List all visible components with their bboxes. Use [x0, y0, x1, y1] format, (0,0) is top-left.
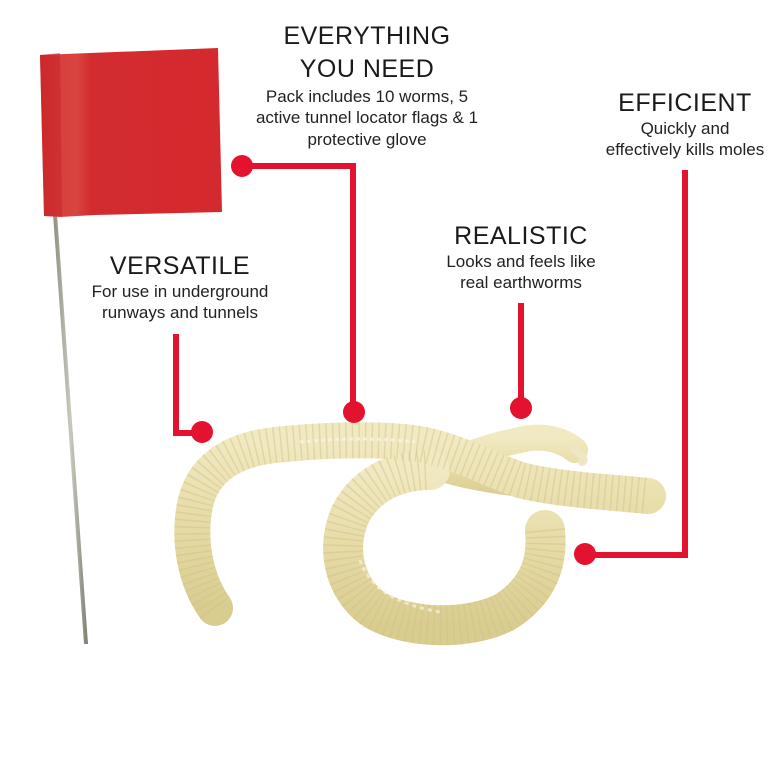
callout-body-line: effectively kills moles [605, 140, 765, 159]
callout-body-line: runways and tunnels [102, 303, 258, 322]
callout-title: REALISTIC [454, 222, 588, 250]
callout-body-line: Pack includes 10 worms, 5 [265, 87, 469, 106]
callout-body: For use in underground runways and tunne… [60, 281, 300, 324]
callout-body-line: For use in underground [91, 281, 269, 301]
connector-everything [231, 155, 365, 423]
callout-body: Pack includes 10 worms, 5 active tunnel … [222, 86, 512, 150]
callout-title-line: EVERYTHING [283, 22, 451, 50]
flag-pole [53, 214, 88, 644]
callout-body-line: protective glove [307, 129, 427, 149]
callout-realistic: REALISTIC Looks and feels like real eart… [416, 222, 626, 293]
worms-image [174, 422, 666, 646]
callout-body-line: Looks and feels like [446, 251, 596, 271]
callout-title: EVERYTHING YOU NEED [222, 20, 512, 86]
callout-body-line: real earthworms [460, 273, 582, 292]
connector-realistic [510, 303, 532, 419]
callout-title: EFFICIENT [618, 89, 752, 117]
callout-body-line: active tunnel locator flags & 1 [255, 108, 479, 128]
callout-efficient: EFFICIENT Quickly and effectively kills … [580, 89, 770, 160]
callout-title: VERSATILE [109, 252, 251, 280]
flag-icon [40, 48, 222, 217]
callout-body: Looks and feels like real earthworms [416, 251, 626, 294]
connector-versatile [173, 334, 213, 443]
callout-versatile: VERSATILE For use in underground runways… [60, 252, 300, 323]
callout-body-line: Quickly and [640, 118, 730, 138]
callout-everything-you-need: EVERYTHING YOU NEED Pack includes 10 wor… [222, 20, 512, 150]
connector-efficient [574, 170, 688, 565]
callout-title-line: YOU NEED [299, 55, 435, 83]
callout-body: Quickly and effectively kills moles [580, 118, 770, 161]
